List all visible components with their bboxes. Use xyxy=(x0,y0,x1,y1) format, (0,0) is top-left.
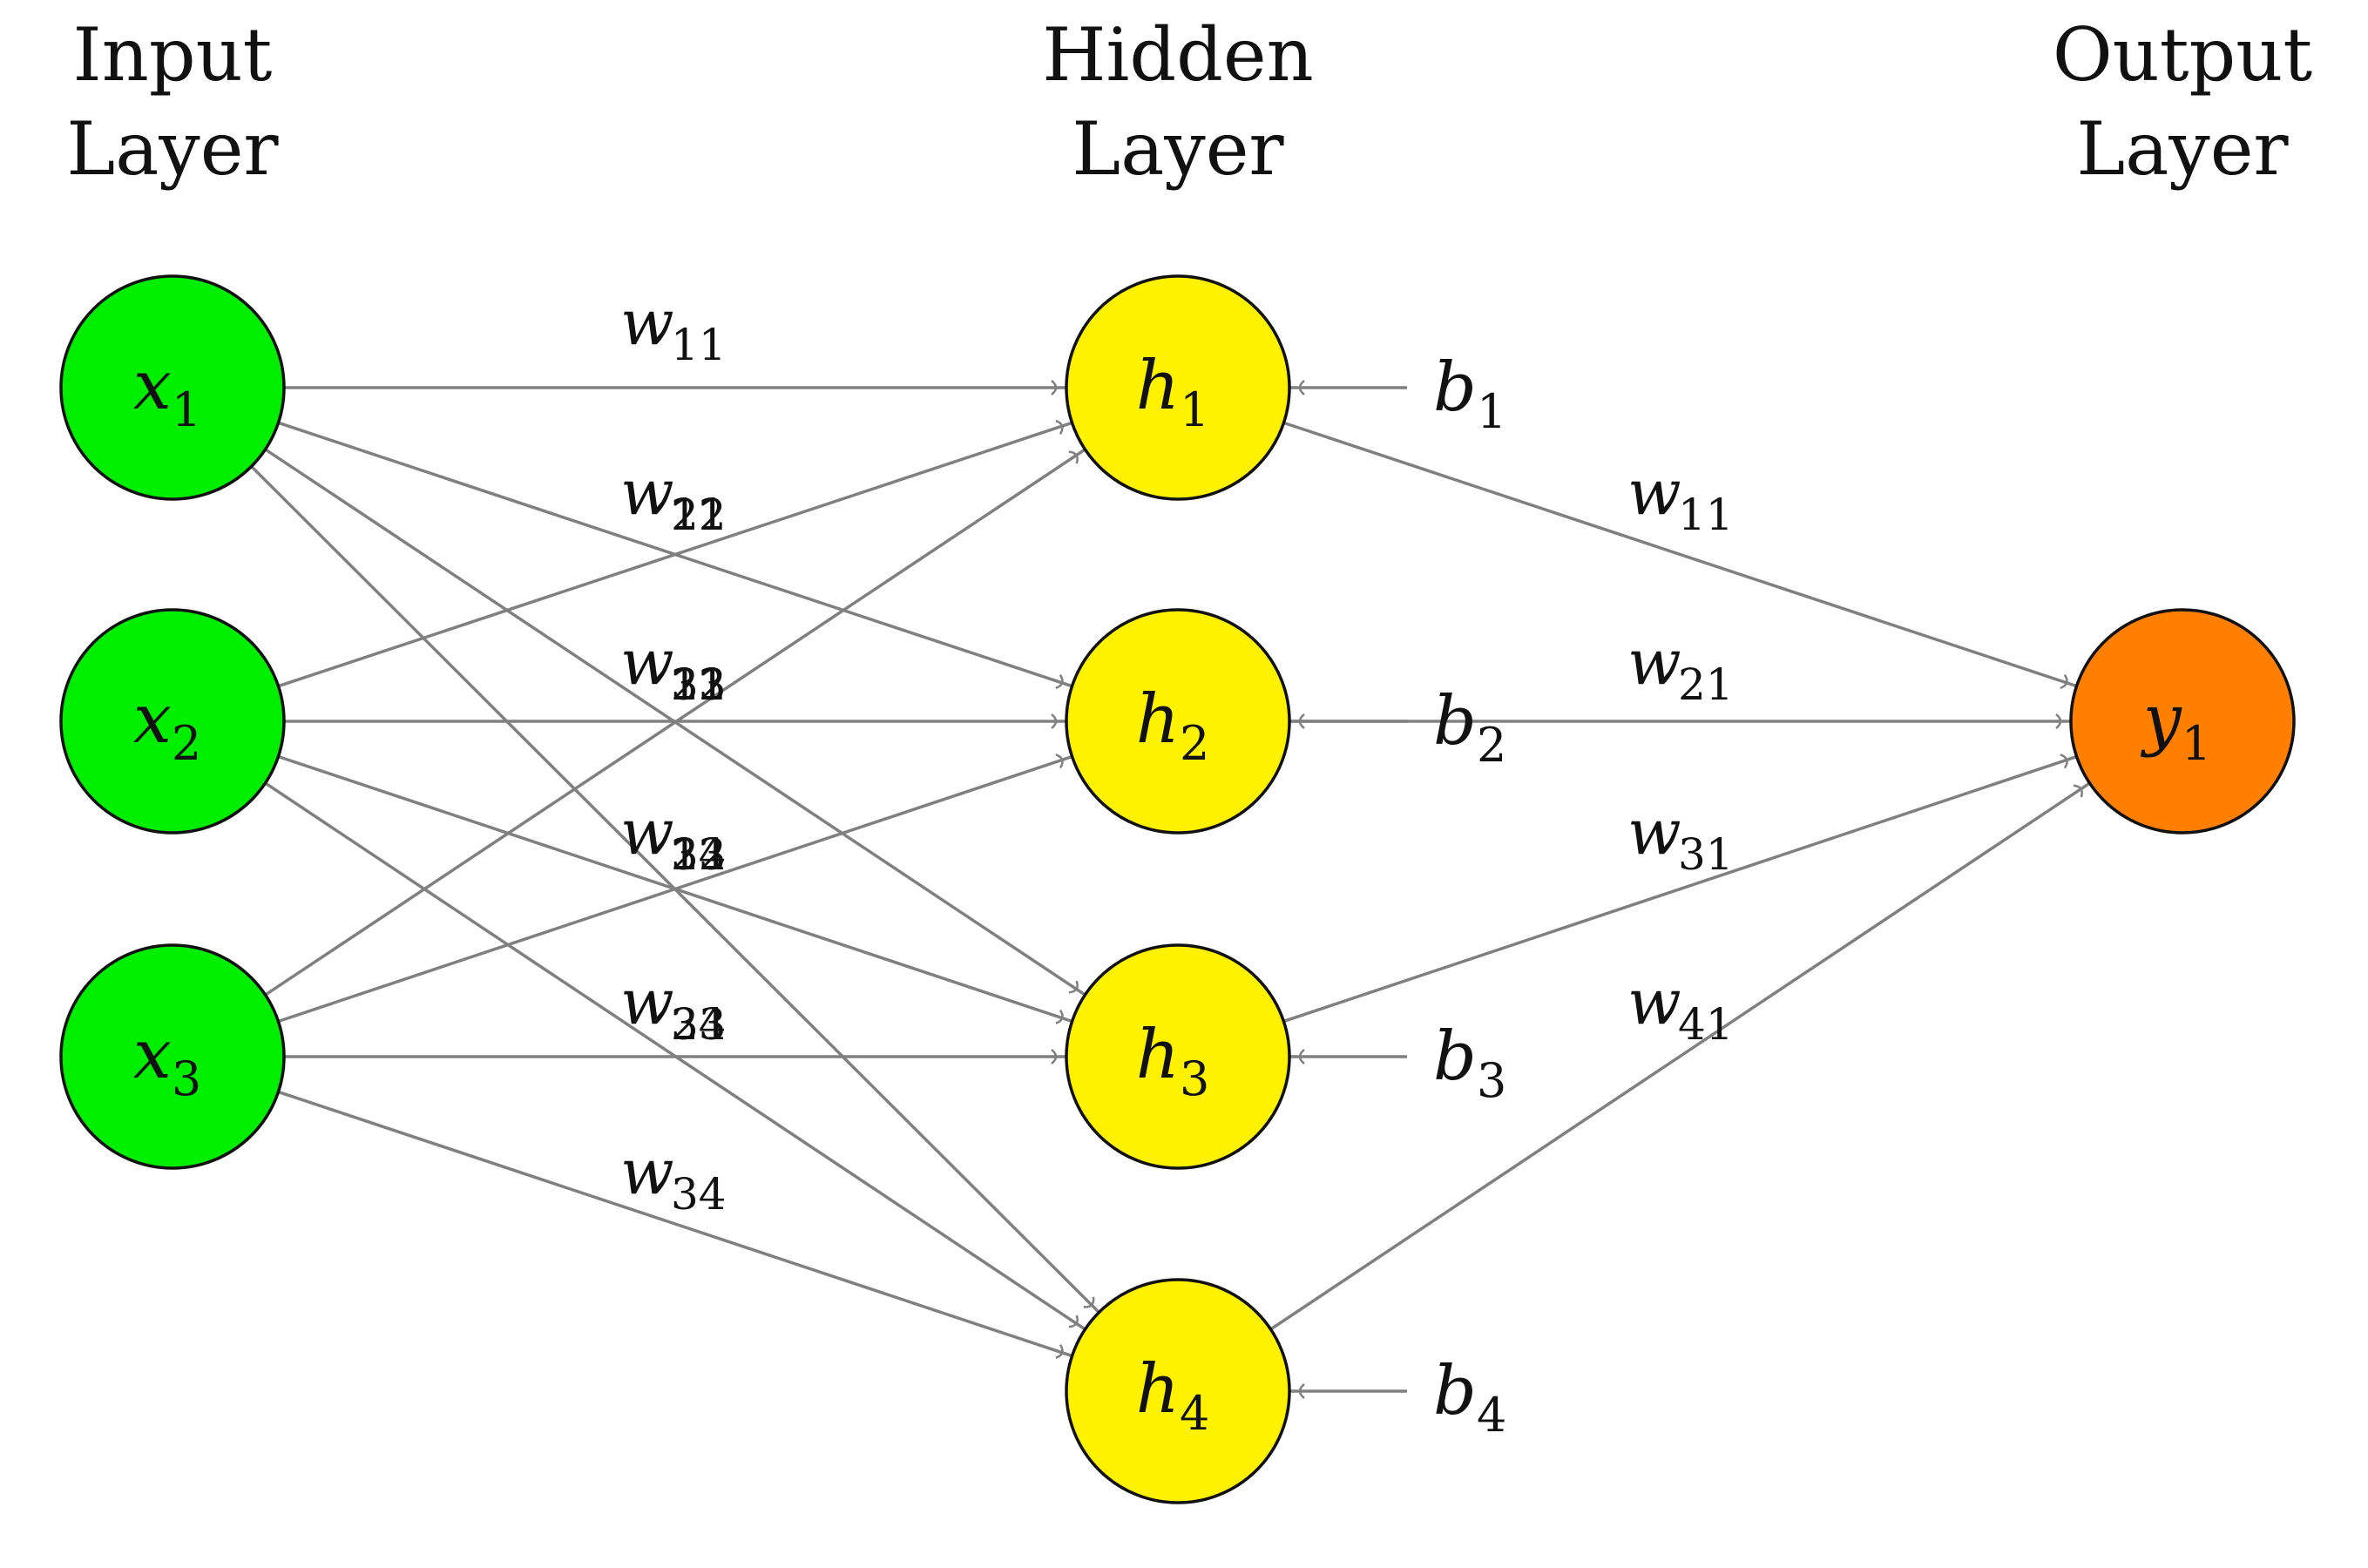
layer-title-hidden-line1: Hidden xyxy=(1042,12,1313,98)
weight-label-input-5: w34 xyxy=(620,1135,727,1220)
edge-h1-y1 xyxy=(1282,421,2078,690)
weight-label-output-3: w41 xyxy=(1627,965,1734,1050)
weight-label-input-4-sub-24: 24 xyxy=(671,999,727,1050)
layer-title-output: Output Layer xyxy=(2053,12,2313,192)
weight-label-input-2-sub-31: 31 xyxy=(671,659,727,710)
weight-label-output-3-sub-41: 41 xyxy=(1678,999,1734,1050)
weight-label-input-4-sub-33: 33 xyxy=(671,999,727,1050)
layer-title-hidden: Hidden Layer xyxy=(1042,12,1313,192)
connections xyxy=(250,380,2091,1399)
input-node-x3: x3 xyxy=(59,943,286,1170)
weight-label-input-3-sub-23: 23 xyxy=(671,829,727,880)
hidden-node-h1-circle xyxy=(1065,274,1291,501)
edge-x3-h4 xyxy=(277,1090,1073,1359)
weight-label-input-2-sub-13: 13 xyxy=(671,659,727,710)
bias-label-3: b3 xyxy=(1433,1017,1506,1108)
weight-label-input-0: w11 xyxy=(620,286,727,370)
weight-label-output-0: w11 xyxy=(1627,456,1734,540)
weight-label-output-2-sub-31: 31 xyxy=(1678,829,1734,880)
layer-title-output-line2: Layer xyxy=(2076,106,2289,192)
hidden-node-h2: h2 xyxy=(1065,608,1291,835)
weight-label-input-1-sub-21: 21 xyxy=(671,490,727,540)
input-node-x3-circle xyxy=(59,943,286,1170)
weight-label-input-0-symbol: w xyxy=(620,286,674,359)
weight-label-input-2-symbol: w xyxy=(620,625,674,699)
layer-title-input-line1: Input xyxy=(73,12,273,98)
bias-label-2: b2 xyxy=(1433,682,1506,773)
hidden-node-h3-label: h3 xyxy=(1136,1016,1210,1106)
edge-h4-y1 xyxy=(1269,781,2091,1331)
neurons: x1 x2 x3 h1 h2 h3 h4 y1 xyxy=(59,274,2296,1504)
input-node-x3-label: x3 xyxy=(133,1016,201,1106)
weight-label-output-1-symbol: w xyxy=(1627,625,1681,699)
edge-h3-y1 xyxy=(1282,754,2078,1024)
weight-label-input-1-sub-12: 12 xyxy=(671,490,727,540)
output-node-y1-circle xyxy=(2069,608,2296,835)
layer-title-hidden-line2: Layer xyxy=(1072,106,1284,192)
weight-label-input-4-symbol: w xyxy=(620,965,674,1038)
weight-label-output-2-symbol: w xyxy=(1627,795,1681,868)
hidden-node-h2-circle xyxy=(1065,608,1291,835)
input-node-x1: x1 xyxy=(59,274,286,501)
weight-label-input-1-symbol: w xyxy=(620,456,674,529)
weight-label-output-0-sub-11: 11 xyxy=(1678,490,1734,540)
hidden-node-h2-label: h2 xyxy=(1136,680,1210,771)
input-node-x2-circle xyxy=(59,608,286,835)
weight-label-output-0-symbol: w xyxy=(1627,456,1681,529)
hidden-node-h3: h3 xyxy=(1065,943,1291,1170)
bias-label-1: b1 xyxy=(1433,348,1506,439)
hidden-node-h1: h1 xyxy=(1065,274,1291,501)
hidden-node-h3-circle xyxy=(1065,943,1291,1170)
input-node-x1-label: x1 xyxy=(133,347,201,437)
weight-label-input-3-sub-14: 14 xyxy=(671,829,727,880)
bias-label-4: b4 xyxy=(1433,1352,1506,1443)
layer-title-input-line2: Layer xyxy=(66,106,279,192)
weight-label-output-2: w31 xyxy=(1627,795,1734,880)
input-node-x2-label: x2 xyxy=(133,680,201,771)
layer-title-output-line1: Output xyxy=(2053,12,2313,98)
input-node-x2: x2 xyxy=(59,608,286,835)
output-node-y1: y1 xyxy=(2069,608,2296,835)
weight-label-output-1: w21 xyxy=(1627,625,1734,710)
edge-x3-h2 xyxy=(277,754,1073,1024)
hidden-node-h4-label: h4 xyxy=(1136,1350,1210,1441)
edge-x2-h1 xyxy=(277,419,1073,688)
weight-label-input-0-sub-11: 11 xyxy=(671,320,727,370)
hidden-node-h4: h4 xyxy=(1065,1278,1291,1504)
weight-label-input-3-sub-32: 32 xyxy=(671,829,727,880)
weight-label-input-5-symbol: w xyxy=(620,1135,674,1208)
edge-x3-h1 xyxy=(264,448,1086,997)
hidden-node-h4-circle xyxy=(1065,1278,1291,1504)
input-node-x1-circle xyxy=(59,274,286,501)
weight-label-input-2-sub-22: 22 xyxy=(671,659,727,710)
hidden-node-h1-label: h1 xyxy=(1136,347,1210,437)
weight-label-output-1-sub-21: 21 xyxy=(1678,659,1734,710)
weight-and-bias-labels: b1b2b3b4w11w1221w132231w142332w2433w34w1… xyxy=(620,286,1734,1443)
layer-title-input: Input Layer xyxy=(66,12,279,192)
weight-label-output-3-symbol: w xyxy=(1627,965,1681,1038)
weight-label-input-3-symbol: w xyxy=(620,795,674,868)
output-node-y1-label: y1 xyxy=(2141,680,2211,771)
weight-label-input-5-sub-34: 34 xyxy=(671,1169,727,1220)
